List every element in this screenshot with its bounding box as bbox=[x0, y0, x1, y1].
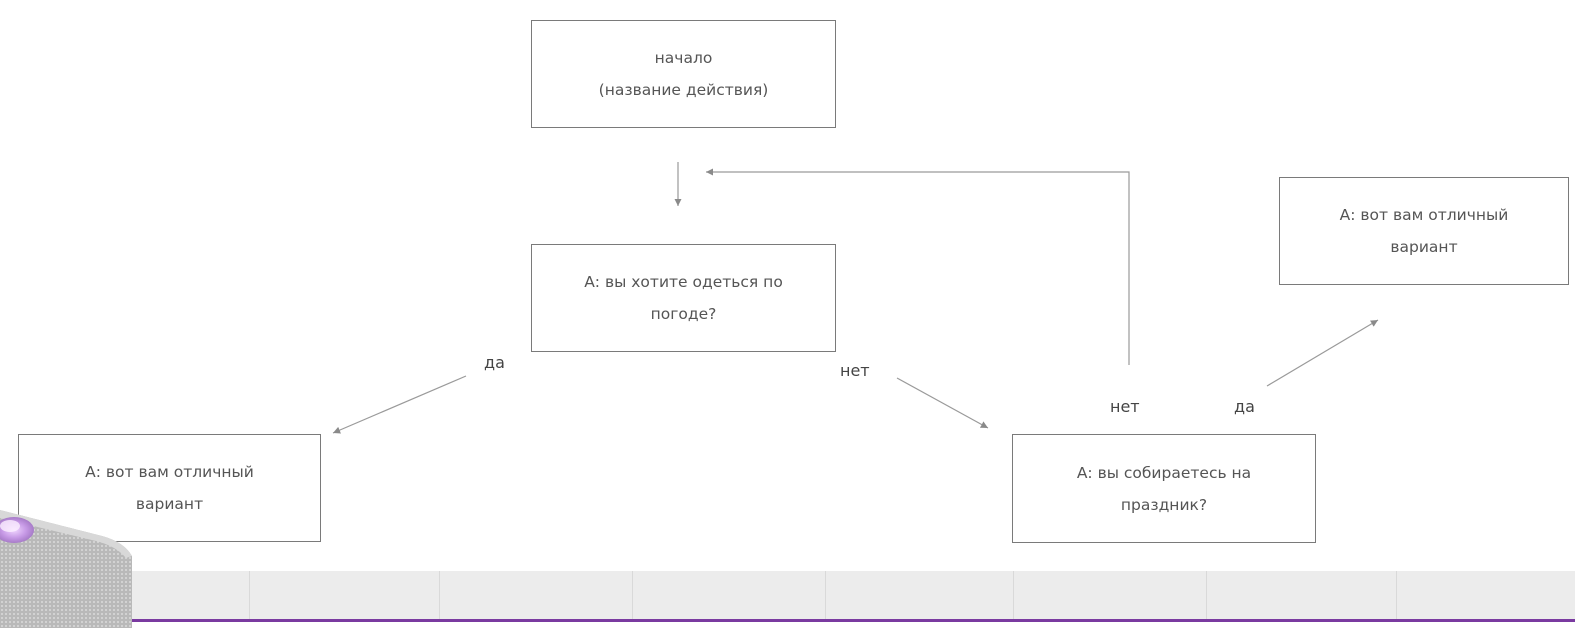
accent-line bbox=[120, 619, 1575, 622]
toolbar-cell bbox=[0, 571, 250, 619]
edge-holiday-no-loop-back bbox=[706, 168, 1130, 365]
bottom-toolbar-strip bbox=[0, 571, 1575, 619]
toolbar-cell bbox=[250, 571, 440, 619]
edge-holiday-yes-to-option bbox=[1266, 319, 1379, 387]
toolbar-cell bbox=[826, 571, 1014, 619]
start-node-text: начало (название действия) bbox=[598, 49, 769, 99]
toolbar-cell bbox=[633, 571, 826, 619]
edge-label-holiday-no: нет bbox=[1110, 397, 1140, 416]
question-weather-text: А: вы хотите одеться по погоде? bbox=[584, 273, 783, 323]
option-right-text: А: вот вам отличный вариант bbox=[1339, 206, 1509, 256]
edge-label-weather-yes: да bbox=[484, 353, 505, 372]
smart-speaker-icon bbox=[0, 510, 132, 628]
option-left-text: А: вот вам отличный вариант bbox=[85, 463, 254, 513]
edge-weather-no-to-holiday bbox=[896, 377, 989, 429]
start-node: начало (название действия) bbox=[531, 20, 836, 128]
question-weather-node: А: вы хотите одеться по погоде? bbox=[531, 244, 836, 352]
question-holiday-text: А: вы собираетесь на праздник? bbox=[1076, 463, 1252, 514]
edge-label-weather-no: нет bbox=[840, 361, 870, 380]
edge-weather-yes-to-option bbox=[332, 375, 467, 434]
toolbar-cell bbox=[1207, 571, 1397, 619]
toolbar-cell bbox=[1014, 571, 1207, 619]
edge-label-holiday-yes: да bbox=[1234, 397, 1255, 416]
option-node-left: А: вот вам отличный вариант bbox=[18, 434, 321, 542]
question-holiday-node: А: вы собираетесь на праздник? bbox=[1012, 434, 1316, 543]
toolbar-cell bbox=[440, 571, 633, 619]
option-node-right: А: вот вам отличный вариант bbox=[1279, 177, 1569, 285]
toolbar-cell bbox=[1397, 571, 1575, 619]
